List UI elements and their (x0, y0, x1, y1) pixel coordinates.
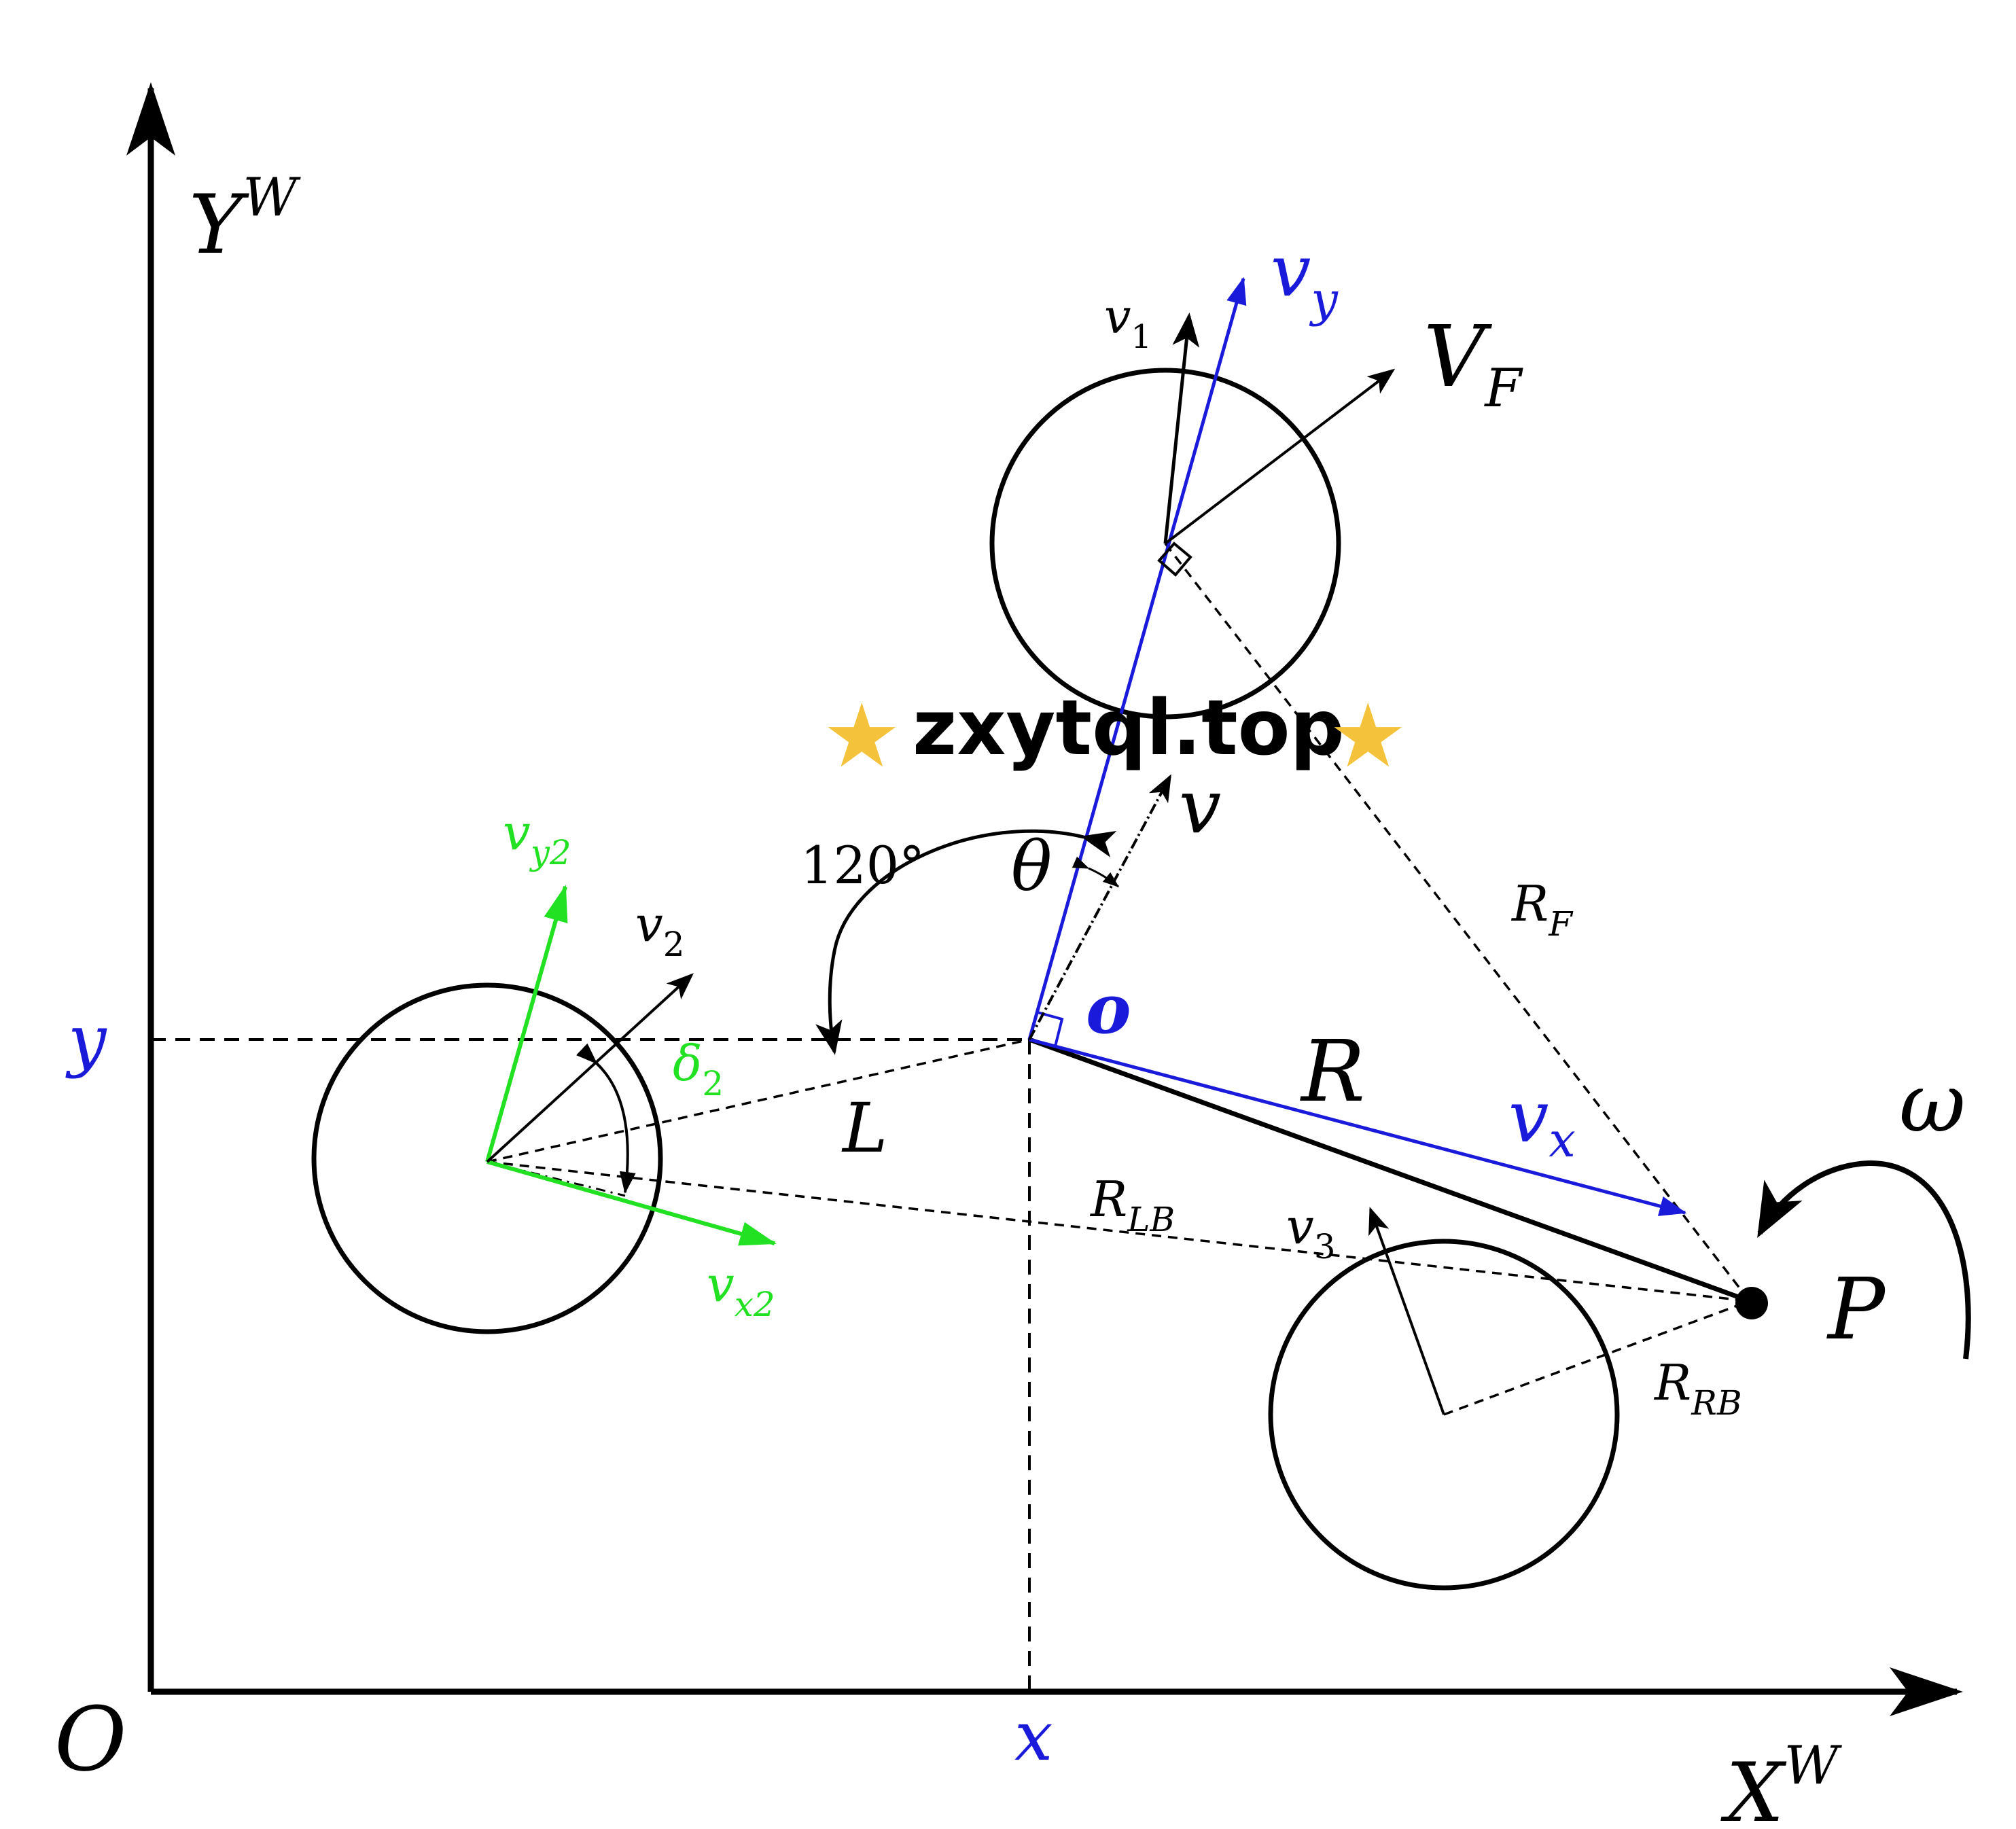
vy2-label: vy2 (503, 804, 571, 872)
rf-label: RF (1510, 875, 1574, 944)
vx2-label: vx2 (707, 1256, 775, 1324)
watermark-star-right: ★ (1328, 684, 1408, 787)
rf-dashed-line (1164, 542, 1751, 1302)
angle-120-arc (815, 829, 1117, 1055)
v1-label: v1 (1104, 289, 1152, 356)
v3-label: v3 (1286, 1198, 1336, 1266)
theta-arc (1072, 856, 1120, 888)
yw-label: YW (189, 167, 301, 272)
delta2-label: δ2 (673, 1035, 724, 1103)
omega-arrow (1757, 1160, 1971, 1360)
left-back-wheel (311, 982, 663, 1334)
point-p (1735, 1287, 1768, 1319)
theta-label: θ (1011, 827, 1052, 906)
r-line (1028, 1037, 1751, 1304)
vx-body-axis (1029, 1037, 1687, 1216)
l-label: L (841, 1088, 887, 1168)
rrb-label: RRB (1653, 1354, 1742, 1423)
vy-body-axis (1027, 277, 1247, 1040)
right-back-wheel (1268, 1239, 1620, 1591)
x-coordinate-label: x (1014, 1697, 1053, 1776)
watermark: ★ zxytql.top ★ (822, 684, 1408, 787)
origin-label: O (54, 1688, 127, 1791)
rlb-label: RLB (1089, 1171, 1175, 1239)
vx2-arrow (487, 1160, 777, 1246)
vx-label: vx (1508, 1076, 1576, 1168)
v1-arrow (1163, 313, 1200, 544)
vf-label: VF (1423, 308, 1523, 419)
watermark-star-left: ★ (822, 684, 902, 787)
rrb-dashed-line (1443, 1300, 1750, 1416)
front-wheel (989, 368, 1341, 720)
vf-arrow (1164, 368, 1396, 545)
omega-label: ω (1899, 1056, 1966, 1151)
xw-label: XW (1720, 1735, 1842, 1829)
delta2-arc (576, 1043, 636, 1194)
r-label: R (1300, 1023, 1365, 1121)
vy-label: vy (1271, 230, 1339, 327)
watermark-text: zxytql.top (913, 684, 1345, 773)
angle-120-label: 120° (800, 835, 925, 895)
y-coordinate-label: y (65, 1000, 107, 1080)
right-angle-mark-front (1157, 541, 1192, 577)
o-label: o (1086, 969, 1131, 1049)
v2-label: v2 (635, 895, 685, 964)
vy2-arrow (485, 885, 568, 1162)
l-dashed-line (487, 1038, 1030, 1163)
p-label: P (1826, 1260, 1886, 1359)
v3-arrow (1368, 1207, 1445, 1415)
v-label: v (1179, 763, 1221, 850)
